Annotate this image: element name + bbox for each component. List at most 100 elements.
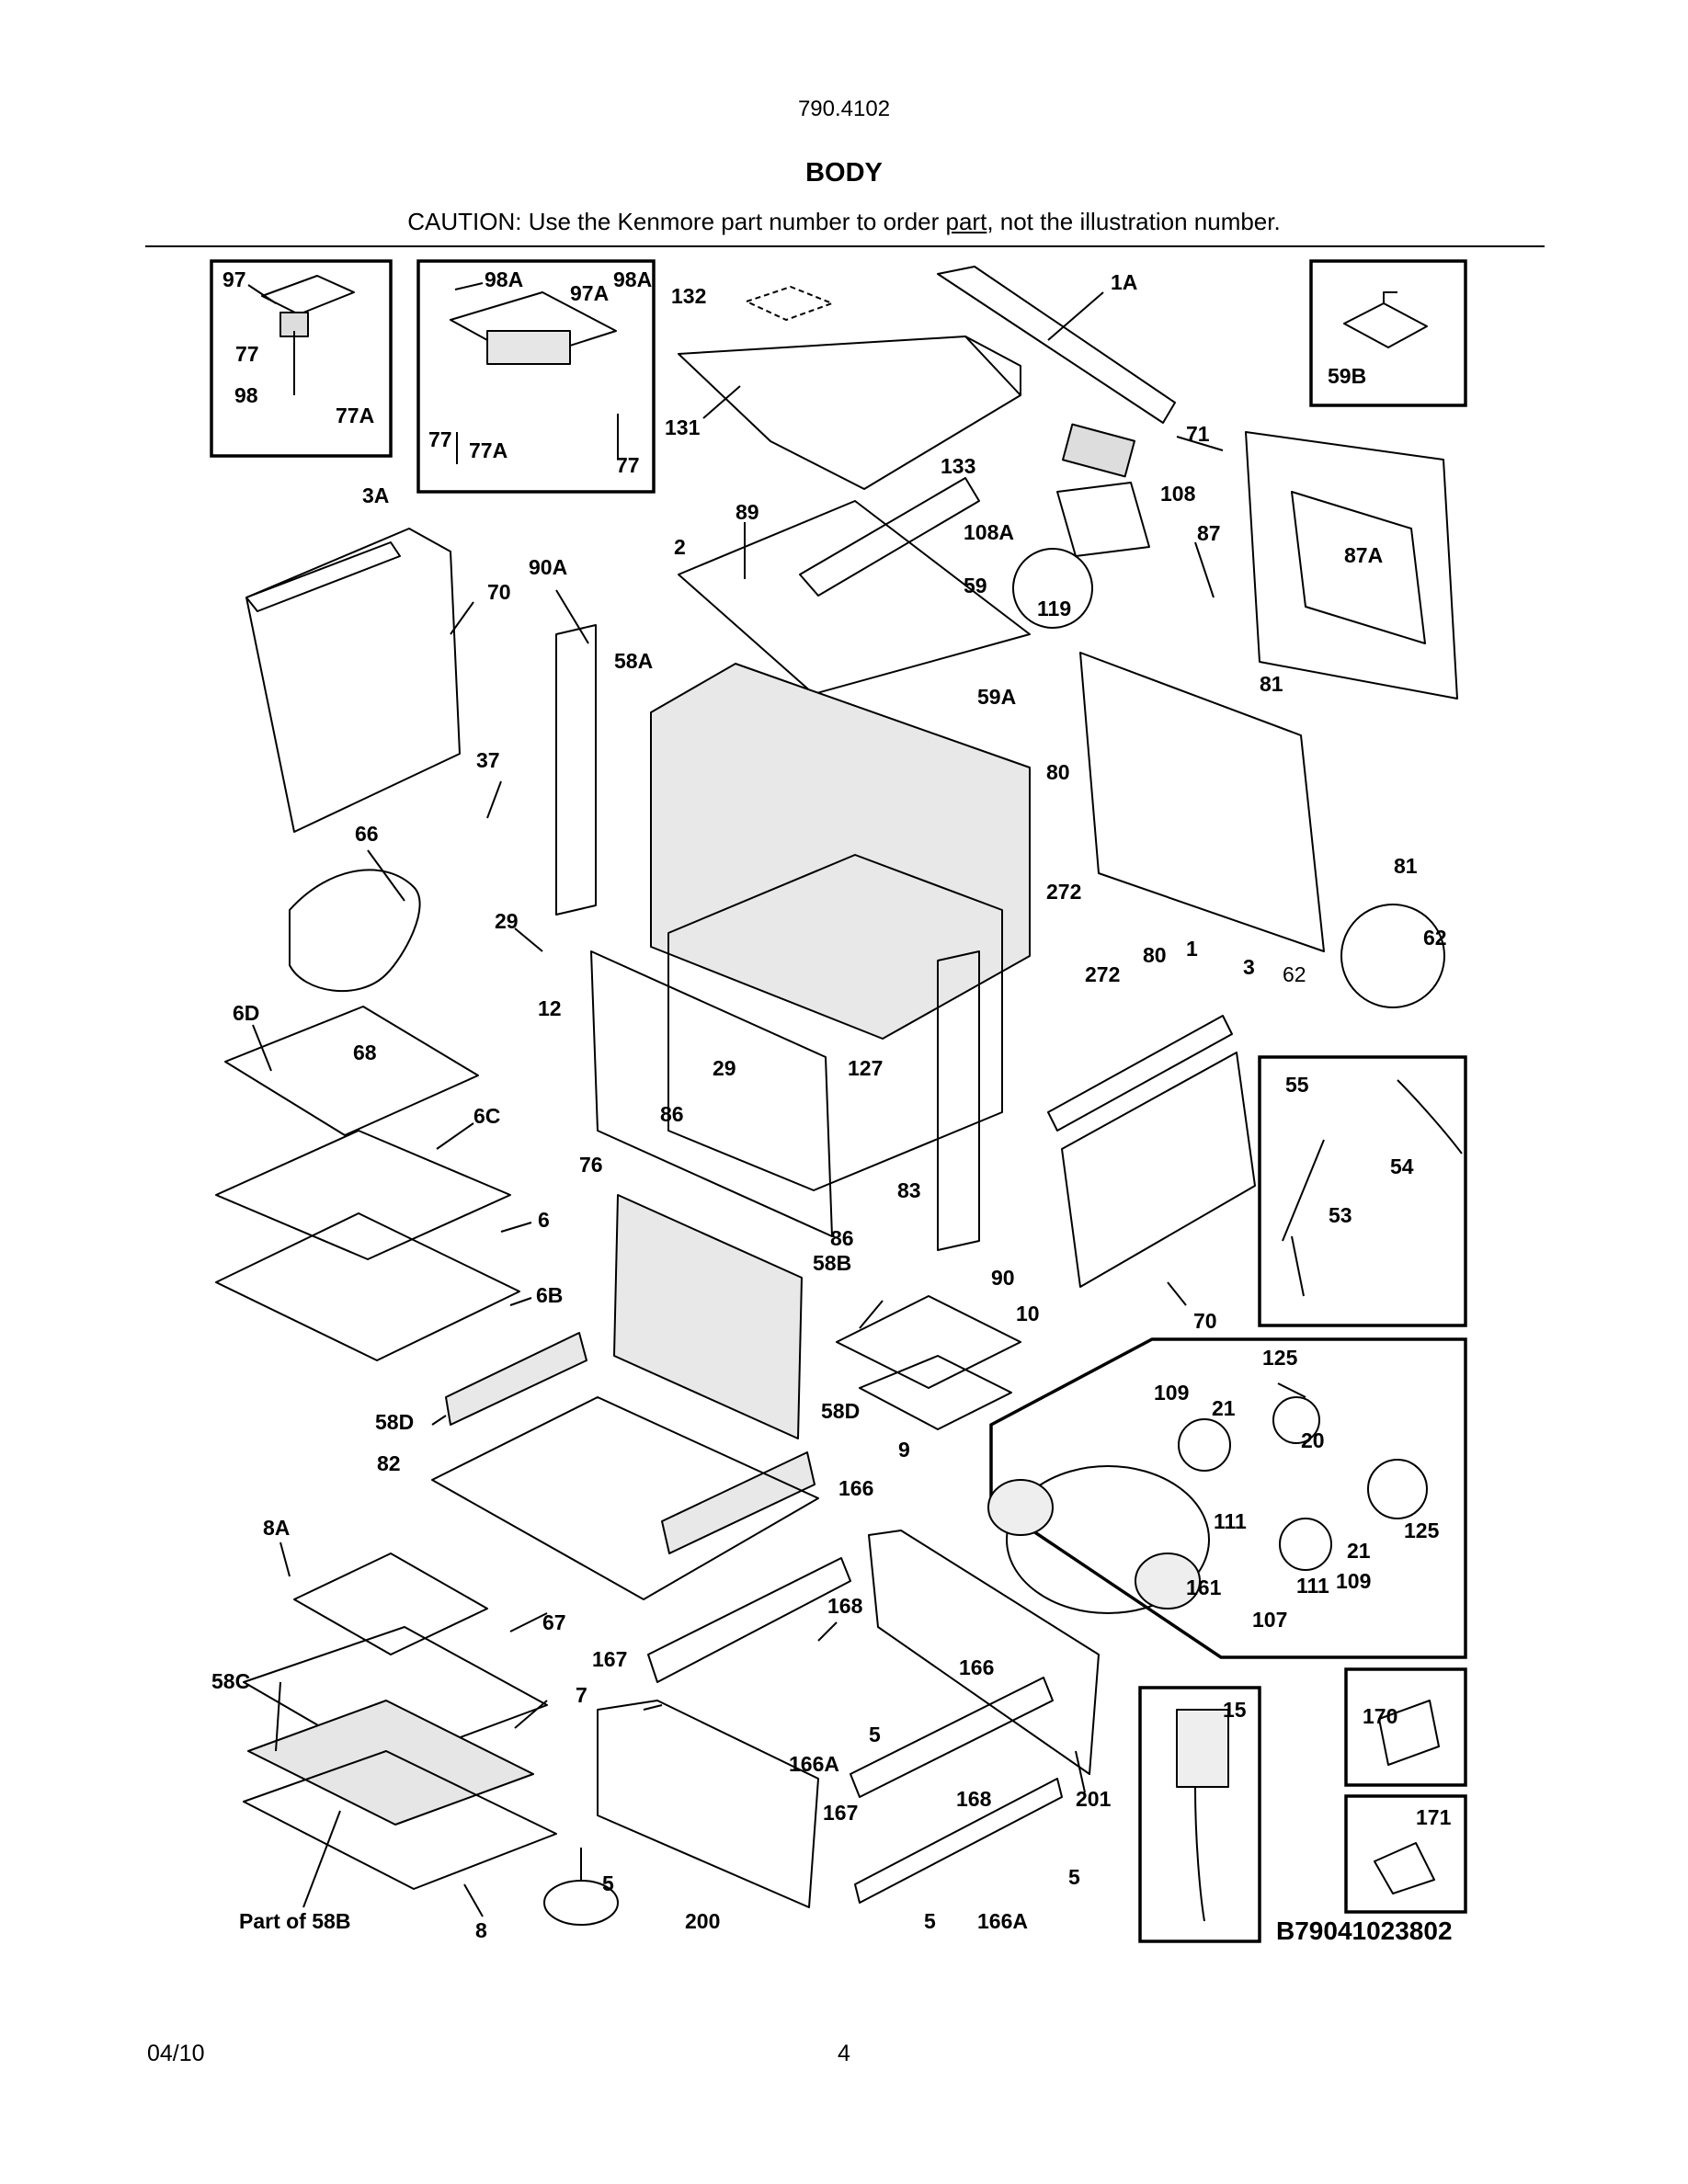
callout-168-1: 168 — [827, 1594, 863, 1618]
callout-89: 89 — [736, 500, 759, 524]
callout-58d-2: 58D — [821, 1399, 860, 1423]
callout-98a-2: 98A — [613, 267, 652, 291]
leader-lines — [247, 282, 1306, 1917]
insulation-58b — [613, 1194, 803, 1439]
insulation-58d — [445, 1332, 815, 1554]
callout-170: 170 — [1363, 1704, 1397, 1728]
power-cord-15 — [1176, 1709, 1229, 1922]
page-title: BODY — [805, 158, 883, 188]
callout-125-2: 125 — [1404, 1519, 1440, 1542]
control-board-98a — [450, 291, 619, 464]
callout-2: 2 — [674, 535, 686, 559]
insulation-90a — [555, 624, 597, 916]
callout-125-1: 125 — [1262, 1346, 1298, 1370]
callout-167-2: 167 — [823, 1801, 858, 1825]
callout-166-1: 166 — [838, 1476, 873, 1500]
inset-170-bracket — [1344, 1667, 1467, 1787]
callout-131: 131 — [665, 415, 701, 439]
caution-note: CAUTION: Use the Kenmore part number to … — [0, 208, 1688, 236]
callout-167-1: 167 — [592, 1647, 627, 1671]
callout-97: 97 — [222, 267, 246, 291]
callout-21-2: 21 — [1347, 1539, 1371, 1563]
rack-6b — [215, 1212, 520, 1361]
callout-109-2: 109 — [1336, 1569, 1371, 1593]
callout-133: 133 — [941, 454, 975, 478]
callout-201: 201 — [1076, 1787, 1112, 1811]
callout-10: 10 — [1016, 1302, 1040, 1325]
terminal-62-callout — [1340, 904, 1445, 1008]
callout-62-2: 62 — [1283, 962, 1306, 986]
callout-6c: 6C — [473, 1104, 500, 1128]
callout-54: 54 — [1390, 1155, 1414, 1178]
callout-58c: 58C — [211, 1669, 250, 1693]
broil-pan-9 — [859, 1355, 1012, 1430]
callout-80-1: 80 — [1046, 760, 1070, 784]
model-number: 790.4102 — [797, 97, 891, 121]
callout-97a: 97A — [570, 281, 609, 305]
callout-87: 87 — [1197, 521, 1221, 545]
callout-3a: 3A — [362, 483, 389, 507]
oven-cavity-58a — [650, 663, 1031, 1191]
callout-83: 83 — [897, 1178, 921, 1202]
broil-element-66 — [289, 869, 421, 993]
bake-element-67 — [293, 1553, 488, 1655]
cover-132 — [746, 286, 833, 321]
broil-pan-10 — [836, 1295, 1021, 1389]
callout-171: 171 — [1416, 1805, 1452, 1829]
callout-15: 15 — [1223, 1698, 1247, 1722]
callout-6b: 6B — [536, 1283, 563, 1307]
callout-108: 108 — [1160, 482, 1196, 506]
bracket-171 — [1374, 1842, 1435, 1894]
callout-5-3: 5 — [1068, 1865, 1080, 1889]
inset-control-board-large — [416, 259, 656, 494]
callout-6d: 6D — [233, 1001, 259, 1025]
callout-58a: 58A — [614, 649, 653, 673]
leveling-leg-5 — [543, 1848, 619, 1926]
header-rule — [145, 245, 1545, 247]
caution-underlined: part — [945, 208, 987, 235]
callout-127: 127 — [848, 1056, 883, 1080]
inset-control-board-small — [210, 259, 393, 458]
callout-12: 12 — [538, 996, 562, 1020]
drawer-frame-200 — [597, 1700, 819, 1908]
callout-168-2: 168 — [956, 1787, 992, 1811]
callout-68: 68 — [353, 1041, 377, 1064]
callout-3: 3 — [1243, 955, 1255, 979]
callout-7: 7 — [576, 1683, 587, 1707]
callout-77a-2: 77A — [469, 438, 508, 462]
callout-part-of-58b: Part of 58B — [239, 1909, 350, 1933]
bottom-frame-82 — [431, 1396, 819, 1600]
callout-59b: 59B — [1328, 364, 1366, 388]
callout-108a: 108A — [964, 520, 1014, 544]
callout-66: 66 — [355, 822, 379, 846]
inset-boxes — [210, 259, 1467, 1943]
side-panel-70-right — [1047, 1015, 1256, 1288]
harness-54 — [1397, 1079, 1463, 1155]
inset-sensor — [1258, 1055, 1467, 1327]
slide-166a — [854, 1778, 1063, 1904]
rack-6d — [224, 1006, 479, 1136]
callout-200: 200 — [685, 1909, 720, 1933]
inset-59b-bracket — [1309, 259, 1467, 407]
callout-87a: 87A — [1344, 543, 1383, 567]
caution-text: CAUTION: Use the Kenmore part number to … — [407, 208, 946, 235]
bottom-plate-8 — [243, 1750, 557, 1890]
callout-77-2: 77 — [428, 427, 452, 451]
callout-29-1: 29 — [495, 909, 519, 933]
top-plate-2 — [678, 500, 1031, 695]
rear-shield-1 — [1079, 652, 1325, 952]
part-outlines — [215, 266, 1463, 1926]
callout-76: 76 — [579, 1153, 603, 1177]
callout-53: 53 — [1329, 1203, 1352, 1227]
callout-107: 107 — [1252, 1608, 1287, 1632]
slide-166-lower — [850, 1677, 1054, 1798]
callout-8: 8 — [475, 1918, 487, 1942]
callout-86-1: 86 — [660, 1102, 684, 1126]
callout-55: 55 — [1285, 1073, 1309, 1097]
callout-59: 59 — [964, 574, 987, 597]
bracket-170 — [1378, 1700, 1440, 1766]
callout-80-2: 80 — [1143, 943, 1167, 967]
callout-67: 67 — [542, 1610, 566, 1634]
callout-5-2: 5 — [602, 1871, 614, 1895]
